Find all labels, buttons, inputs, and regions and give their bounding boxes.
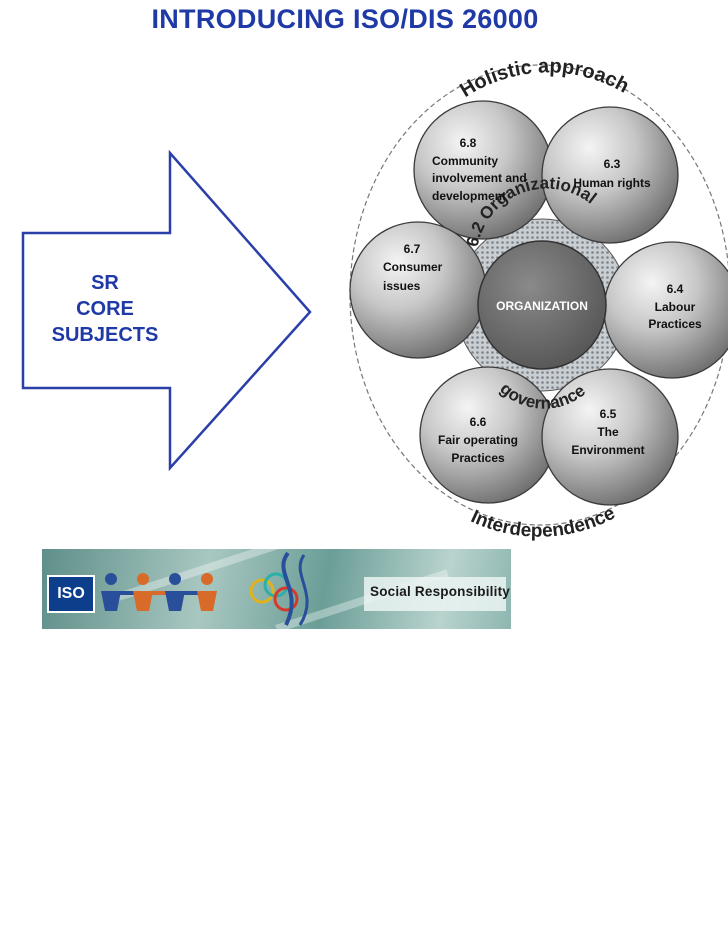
- subject-6-7-id: 6.7: [404, 242, 421, 256]
- arrow-shape: [21, 149, 312, 472]
- arrow-label: SR CORE SUBJECTS: [40, 270, 170, 348]
- holistic-approach-label: Holistic approach: [456, 55, 632, 101]
- social-responsibility-banner: ISO Social Responsibility: [42, 549, 511, 629]
- iso-logo: ISO: [47, 575, 95, 613]
- social-responsibility-label: Social Responsibility: [370, 584, 510, 599]
- subject-6-8-line-2: involvement and: [432, 171, 527, 185]
- subject-6-6-id: 6.6: [470, 415, 487, 429]
- arrow-line-core: CORE: [76, 298, 134, 320]
- people-chain-icon: [101, 573, 217, 611]
- dna-rings-icon: [249, 551, 309, 626]
- subject-6-3-id: 6.3: [604, 157, 621, 171]
- subject-6-7-line-2: issues: [383, 279, 421, 293]
- page-title: INTRODUCING ISO/DIS 26000: [151, 4, 539, 34]
- subject-6-5-line-2: Environment: [571, 443, 644, 457]
- iso-26000-diagram: ORGANIZATION Holistic approach Interdepe…: [320, 50, 728, 550]
- diagram-svg: ORGANIZATION Holistic approach Interdepe…: [349, 55, 728, 542]
- sphere-6-3: [541, 106, 679, 244]
- subject-6-8-id: 6.8: [460, 136, 477, 150]
- subject-6-4-line-2: Practices: [648, 317, 702, 331]
- subject-6-7-line-1: Consumer: [383, 260, 443, 274]
- svg-text:Interdependence: Interdependence: [468, 503, 619, 542]
- subject-6-4-id: 6.4: [667, 282, 684, 296]
- subject-6-6-line-1: Fair operating: [438, 433, 518, 447]
- subject-6-4-line-1: Labour: [655, 300, 696, 314]
- subject-6-3-line-1: Human rights: [573, 176, 651, 190]
- organization-center: [477, 240, 607, 370]
- core-subjects-arrow: [20, 149, 320, 475]
- arrow-line-sr: SR: [91, 272, 119, 294]
- subject-6-5-id: 6.5: [600, 407, 617, 421]
- social-responsibility-panel: Social Responsibility: [364, 577, 510, 611]
- sphere-6-8: [413, 100, 553, 240]
- svg-text:Holistic approach: Holistic approach: [456, 55, 632, 101]
- subject-6-8-line-1: Community: [432, 154, 498, 168]
- arrow-line-subjects: SUBJECTS: [51, 324, 159, 346]
- subject-6-8-line-3: development: [432, 189, 506, 203]
- subject-6-5-line-1: The: [597, 425, 619, 439]
- subject-6-6-line-2: Practices: [451, 451, 505, 465]
- center-label: ORGANIZATION: [496, 299, 588, 313]
- sphere-6-5: [541, 368, 679, 506]
- interdependence-label: Interdependence: [468, 503, 619, 542]
